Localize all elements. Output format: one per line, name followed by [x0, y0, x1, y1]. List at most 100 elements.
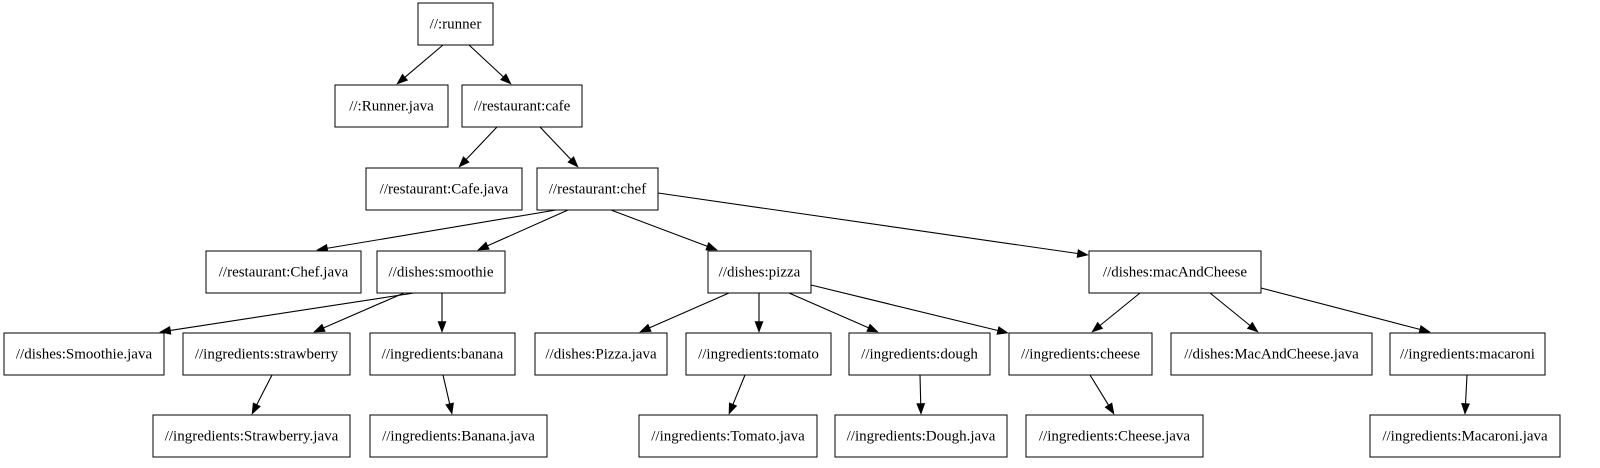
node-box[interactable] — [376, 250, 506, 294]
node-label: //ingredients:Dough.java — [847, 428, 996, 444]
graph-node-dough_java[interactable]: //ingredients:Dough.java — [834, 414, 1008, 458]
graph-edge — [1089, 374, 1115, 415]
edge-shaft — [468, 44, 504, 78]
graph-node-runner_java[interactable]: //:Runner.java — [334, 84, 449, 128]
graph-edge — [657, 192, 1089, 258]
node-label: //ingredients:dough — [861, 346, 978, 362]
graph-node-dishes_smoothie[interactable]: //dishes:smoothie — [376, 250, 506, 294]
graph-edge — [1260, 287, 1431, 334]
node-box[interactable] — [461, 84, 583, 128]
node-box[interactable] — [152, 414, 351, 458]
graph-node-macandcheese_java[interactable]: //dishes:MacAndCheese.java — [1170, 332, 1373, 376]
node-box[interactable] — [417, 2, 494, 46]
node-label: //ingredients:strawberry — [195, 346, 339, 362]
edge-shaft — [404, 44, 444, 78]
node-box[interactable] — [334, 84, 449, 128]
edge-arrowhead — [705, 242, 718, 251]
node-label: //restaurant:cafe — [474, 98, 571, 114]
node-label: //ingredients:Strawberry.java — [165, 428, 339, 444]
node-box[interactable] — [1025, 414, 1204, 458]
node-box[interactable] — [1369, 414, 1561, 458]
edge-arrowhead — [458, 156, 470, 168]
node-box[interactable] — [534, 332, 668, 376]
node-box[interactable] — [3, 332, 165, 376]
node-label: //dishes:Smoothie.java — [16, 346, 153, 362]
node-box[interactable] — [834, 414, 1008, 458]
graph-edge — [1461, 374, 1470, 415]
edge-shaft — [465, 126, 498, 160]
edge-arrowhead — [1461, 402, 1470, 415]
edge-shaft — [810, 284, 998, 332]
graph-node-cafe_java[interactable]: //restaurant:Cafe.java — [365, 167, 523, 211]
graph-edge — [754, 293, 764, 333]
graph-edge — [251, 374, 273, 415]
graph-node-ing_cheese[interactable]: //ingredients:cheese — [1008, 332, 1153, 376]
edge-shaft — [732, 374, 746, 405]
graph-edge — [159, 292, 415, 335]
graph-node-restaurant_cafe[interactable]: //restaurant:cafe — [461, 84, 583, 128]
graph-node-runner[interactable]: //:runner — [417, 2, 494, 46]
edge-shaft — [256, 374, 273, 405]
graph-node-ing_strawberry[interactable]: //ingredients:strawberry — [182, 332, 351, 376]
graph-edge — [437, 293, 447, 333]
edge-arrowhead — [477, 241, 490, 251]
node-label: //:Runner.java — [349, 98, 434, 114]
node-box[interactable] — [182, 332, 351, 376]
node-label: //ingredients:Macaroni.java — [1382, 428, 1548, 444]
node-box[interactable] — [1088, 250, 1262, 294]
node-box[interactable] — [365, 167, 523, 211]
graph-node-dishes_pizza[interactable]: //dishes:pizza — [707, 250, 812, 294]
node-box[interactable] — [638, 414, 818, 458]
edge-shaft — [442, 374, 451, 404]
graph-node-cheese_java[interactable]: //ingredients:Cheese.java — [1025, 414, 1204, 458]
graph-node-ing_dough[interactable]: //ingredients:dough — [848, 332, 991, 376]
node-label: //ingredients:cheese — [1021, 346, 1140, 362]
graph-edge — [458, 126, 498, 168]
edge-shaft — [919, 374, 922, 404]
edge-arrowhead — [996, 326, 1009, 335]
graph-node-smoothie_java[interactable]: //dishes:Smoothie.java — [3, 332, 165, 376]
edge-shaft — [1260, 287, 1420, 330]
graph-edge — [1091, 292, 1141, 333]
node-box[interactable] — [369, 414, 548, 458]
graph-node-ing_banana[interactable]: //ingredients:banana — [369, 332, 516, 376]
edge-arrowhead — [1246, 321, 1259, 333]
node-label: //dishes:macAndCheese — [1103, 264, 1247, 280]
graph-edge — [810, 284, 1009, 335]
edge-arrowhead — [1091, 321, 1104, 333]
edge-shaft — [1464, 374, 1468, 404]
node-box[interactable] — [1170, 332, 1373, 376]
node-label: //restaurant:chef — [549, 181, 646, 197]
node-box[interactable] — [685, 332, 832, 376]
edge-shaft — [539, 126, 572, 160]
edge-shaft — [170, 292, 415, 331]
node-label: //ingredients:Tomato.java — [651, 428, 805, 444]
graph-node-macaroni_java[interactable]: //ingredients:Macaroni.java — [1369, 414, 1561, 458]
edge-arrowhead — [728, 402, 738, 415]
node-box[interactable] — [848, 332, 991, 376]
node-box[interactable] — [369, 332, 516, 376]
node-box[interactable] — [536, 167, 659, 211]
graph-node-strawberry_java[interactable]: //ingredients:Strawberry.java — [152, 414, 351, 458]
node-label: //dishes:Pizza.java — [545, 346, 657, 362]
node-box[interactable] — [1008, 332, 1153, 376]
graph-node-ing_macaroni[interactable]: //ingredients:macaroni — [1389, 332, 1546, 376]
node-label: //restaurant:Cafe.java — [380, 181, 509, 197]
graph-node-ing_tomato[interactable]: //ingredients:tomato — [685, 332, 832, 376]
graph-node-restaurant_chef[interactable]: //restaurant:chef — [536, 167, 659, 211]
graph-node-tomato_java[interactable]: //ingredients:Tomato.java — [638, 414, 818, 458]
graph-node-chef_java[interactable]: //restaurant:Chef.java — [205, 250, 362, 294]
node-label: //ingredients:macaroni — [1400, 346, 1535, 362]
graph-node-banana_java[interactable]: //ingredients:Banana.java — [369, 414, 548, 458]
node-box[interactable] — [707, 250, 812, 294]
graph-node-dishes_macandchees[interactable]: //dishes:macAndCheese — [1088, 250, 1262, 294]
graph-node-pizza_java[interactable]: //dishes:Pizza.java — [534, 332, 668, 376]
graph-edge — [442, 374, 454, 415]
graph-edge — [313, 292, 405, 333]
graph-edge — [477, 209, 569, 251]
node-box[interactable] — [1389, 332, 1546, 376]
node-box[interactable] — [205, 250, 362, 294]
graph-edge — [610, 209, 718, 251]
graph-edge — [728, 374, 746, 415]
